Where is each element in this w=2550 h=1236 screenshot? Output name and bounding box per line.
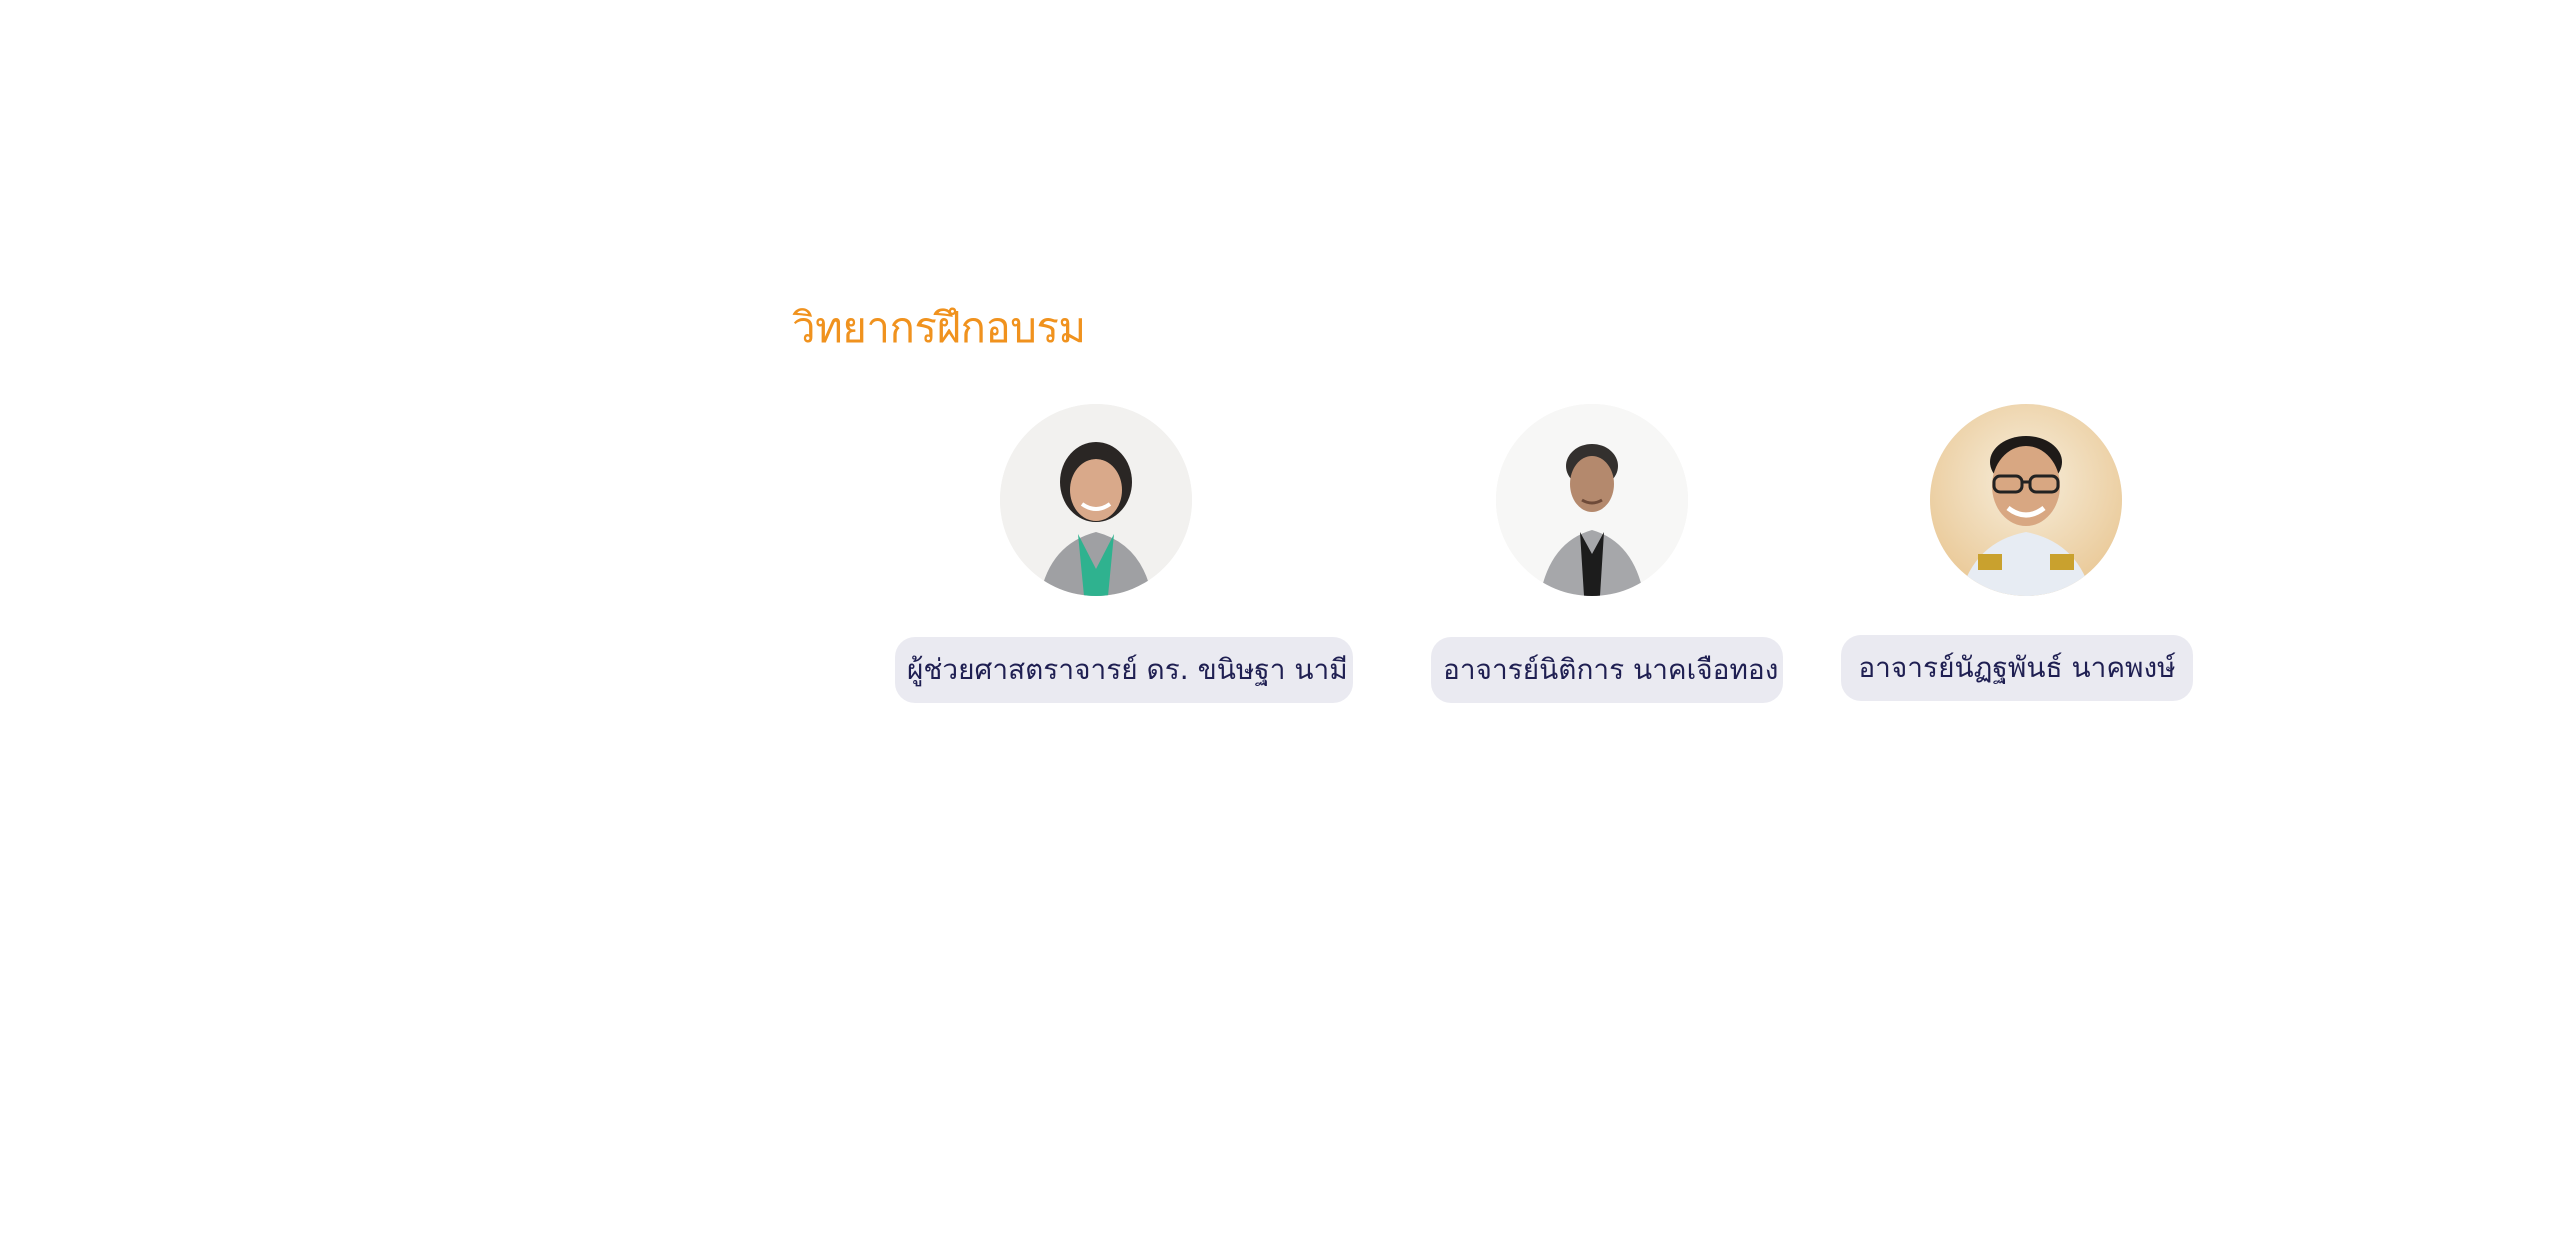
speaker-photo-icon (1496, 404, 1688, 596)
section-title: วิทยากรฝึกอบรม (792, 303, 1086, 352)
speaker-avatar-2 (1496, 404, 1688, 596)
speaker-photo-icon (1000, 404, 1192, 596)
speaker-name-2: อาจารย์นิติการ นาคเจือทอง (1431, 637, 1783, 703)
speaker-name-3: อาจารย์นัฏฐพันธ์ นาคพงษ์ (1841, 635, 2193, 701)
speaker-avatar-3 (1930, 404, 2122, 596)
speaker-avatar-1 (1000, 404, 1192, 596)
speaker-name-1: ผู้ช่วยศาสตราจารย์ ดร. ขนิษฐา นามี (895, 637, 1353, 703)
speaker-photo-icon (1930, 404, 2122, 596)
